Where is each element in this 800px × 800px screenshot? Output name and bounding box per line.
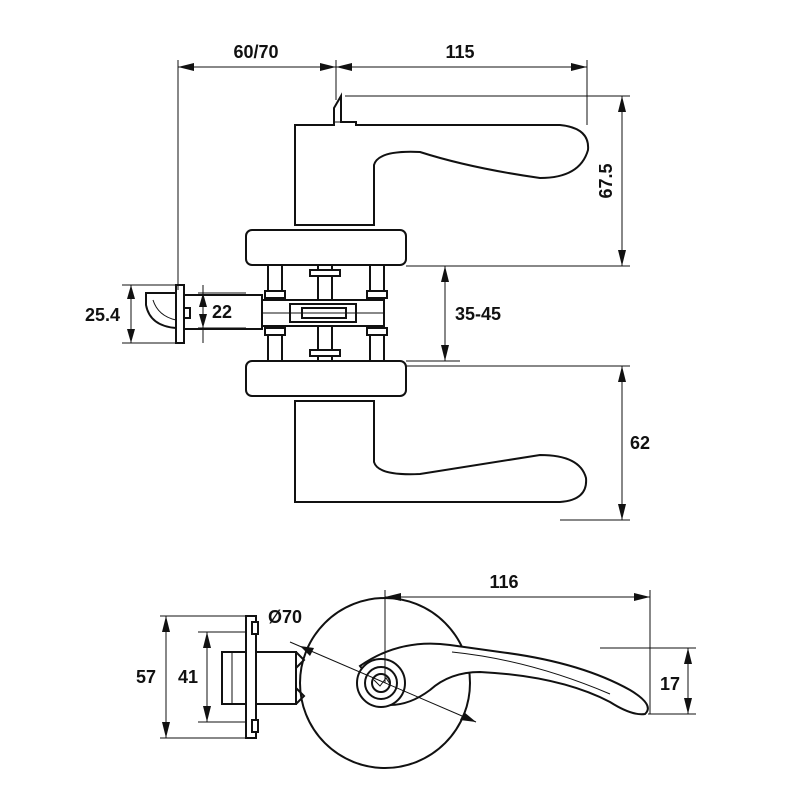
lower-rose bbox=[245, 360, 407, 397]
label-backset: 60/70 bbox=[233, 42, 278, 62]
label-upper-height: 67.5 bbox=[596, 163, 616, 198]
front-latch-plate bbox=[221, 615, 306, 739]
label-plate-height: 57 bbox=[136, 667, 156, 687]
dimension-upper-height: 67.5 bbox=[345, 95, 630, 267]
dimension-lever-width: 17 bbox=[600, 647, 696, 715]
upper-rose bbox=[245, 229, 407, 266]
dimension-door-thickness: 35-45 bbox=[406, 266, 501, 362]
label-lever-length-front: 116 bbox=[489, 572, 518, 592]
key-cylinder bbox=[356, 658, 406, 708]
label-rose-diameter: Ø70 bbox=[268, 607, 302, 627]
label-faceplate: 25.4 bbox=[85, 305, 120, 325]
label-latch-height: 41 bbox=[178, 667, 198, 687]
side-view: 60/70 115 67.5 35-45 bbox=[85, 42, 650, 521]
dimension-latch-height: 41 bbox=[178, 631, 246, 723]
dimension-backset: 60/70 bbox=[177, 42, 337, 290]
lower-lever bbox=[294, 400, 588, 503]
dimension-faceplate: 25.4 bbox=[85, 284, 176, 344]
dimension-latch: 22 bbox=[198, 285, 246, 343]
dimension-lever-length-front: 116 bbox=[384, 572, 651, 714]
front-view: Ø70 116 57 41 bbox=[136, 572, 696, 769]
front-lever bbox=[358, 642, 649, 716]
lock-mechanism bbox=[261, 264, 388, 362]
latch-assembly bbox=[145, 284, 263, 344]
dimension-lower-height: 62 bbox=[406, 365, 650, 521]
label-door-thickness: 35-45 bbox=[455, 304, 501, 324]
dimension-rose-diameter: Ø70 bbox=[268, 607, 477, 723]
dimension-plate-height: 57 bbox=[136, 615, 246, 739]
upper-lever bbox=[294, 92, 590, 226]
label-lever-width: 17 bbox=[660, 674, 680, 694]
dimension-lever-length: 115 bbox=[336, 42, 588, 125]
label-lower-height: 62 bbox=[630, 433, 650, 453]
label-lever-length-side: 115 bbox=[445, 42, 474, 62]
label-latch: 22 bbox=[212, 302, 232, 322]
